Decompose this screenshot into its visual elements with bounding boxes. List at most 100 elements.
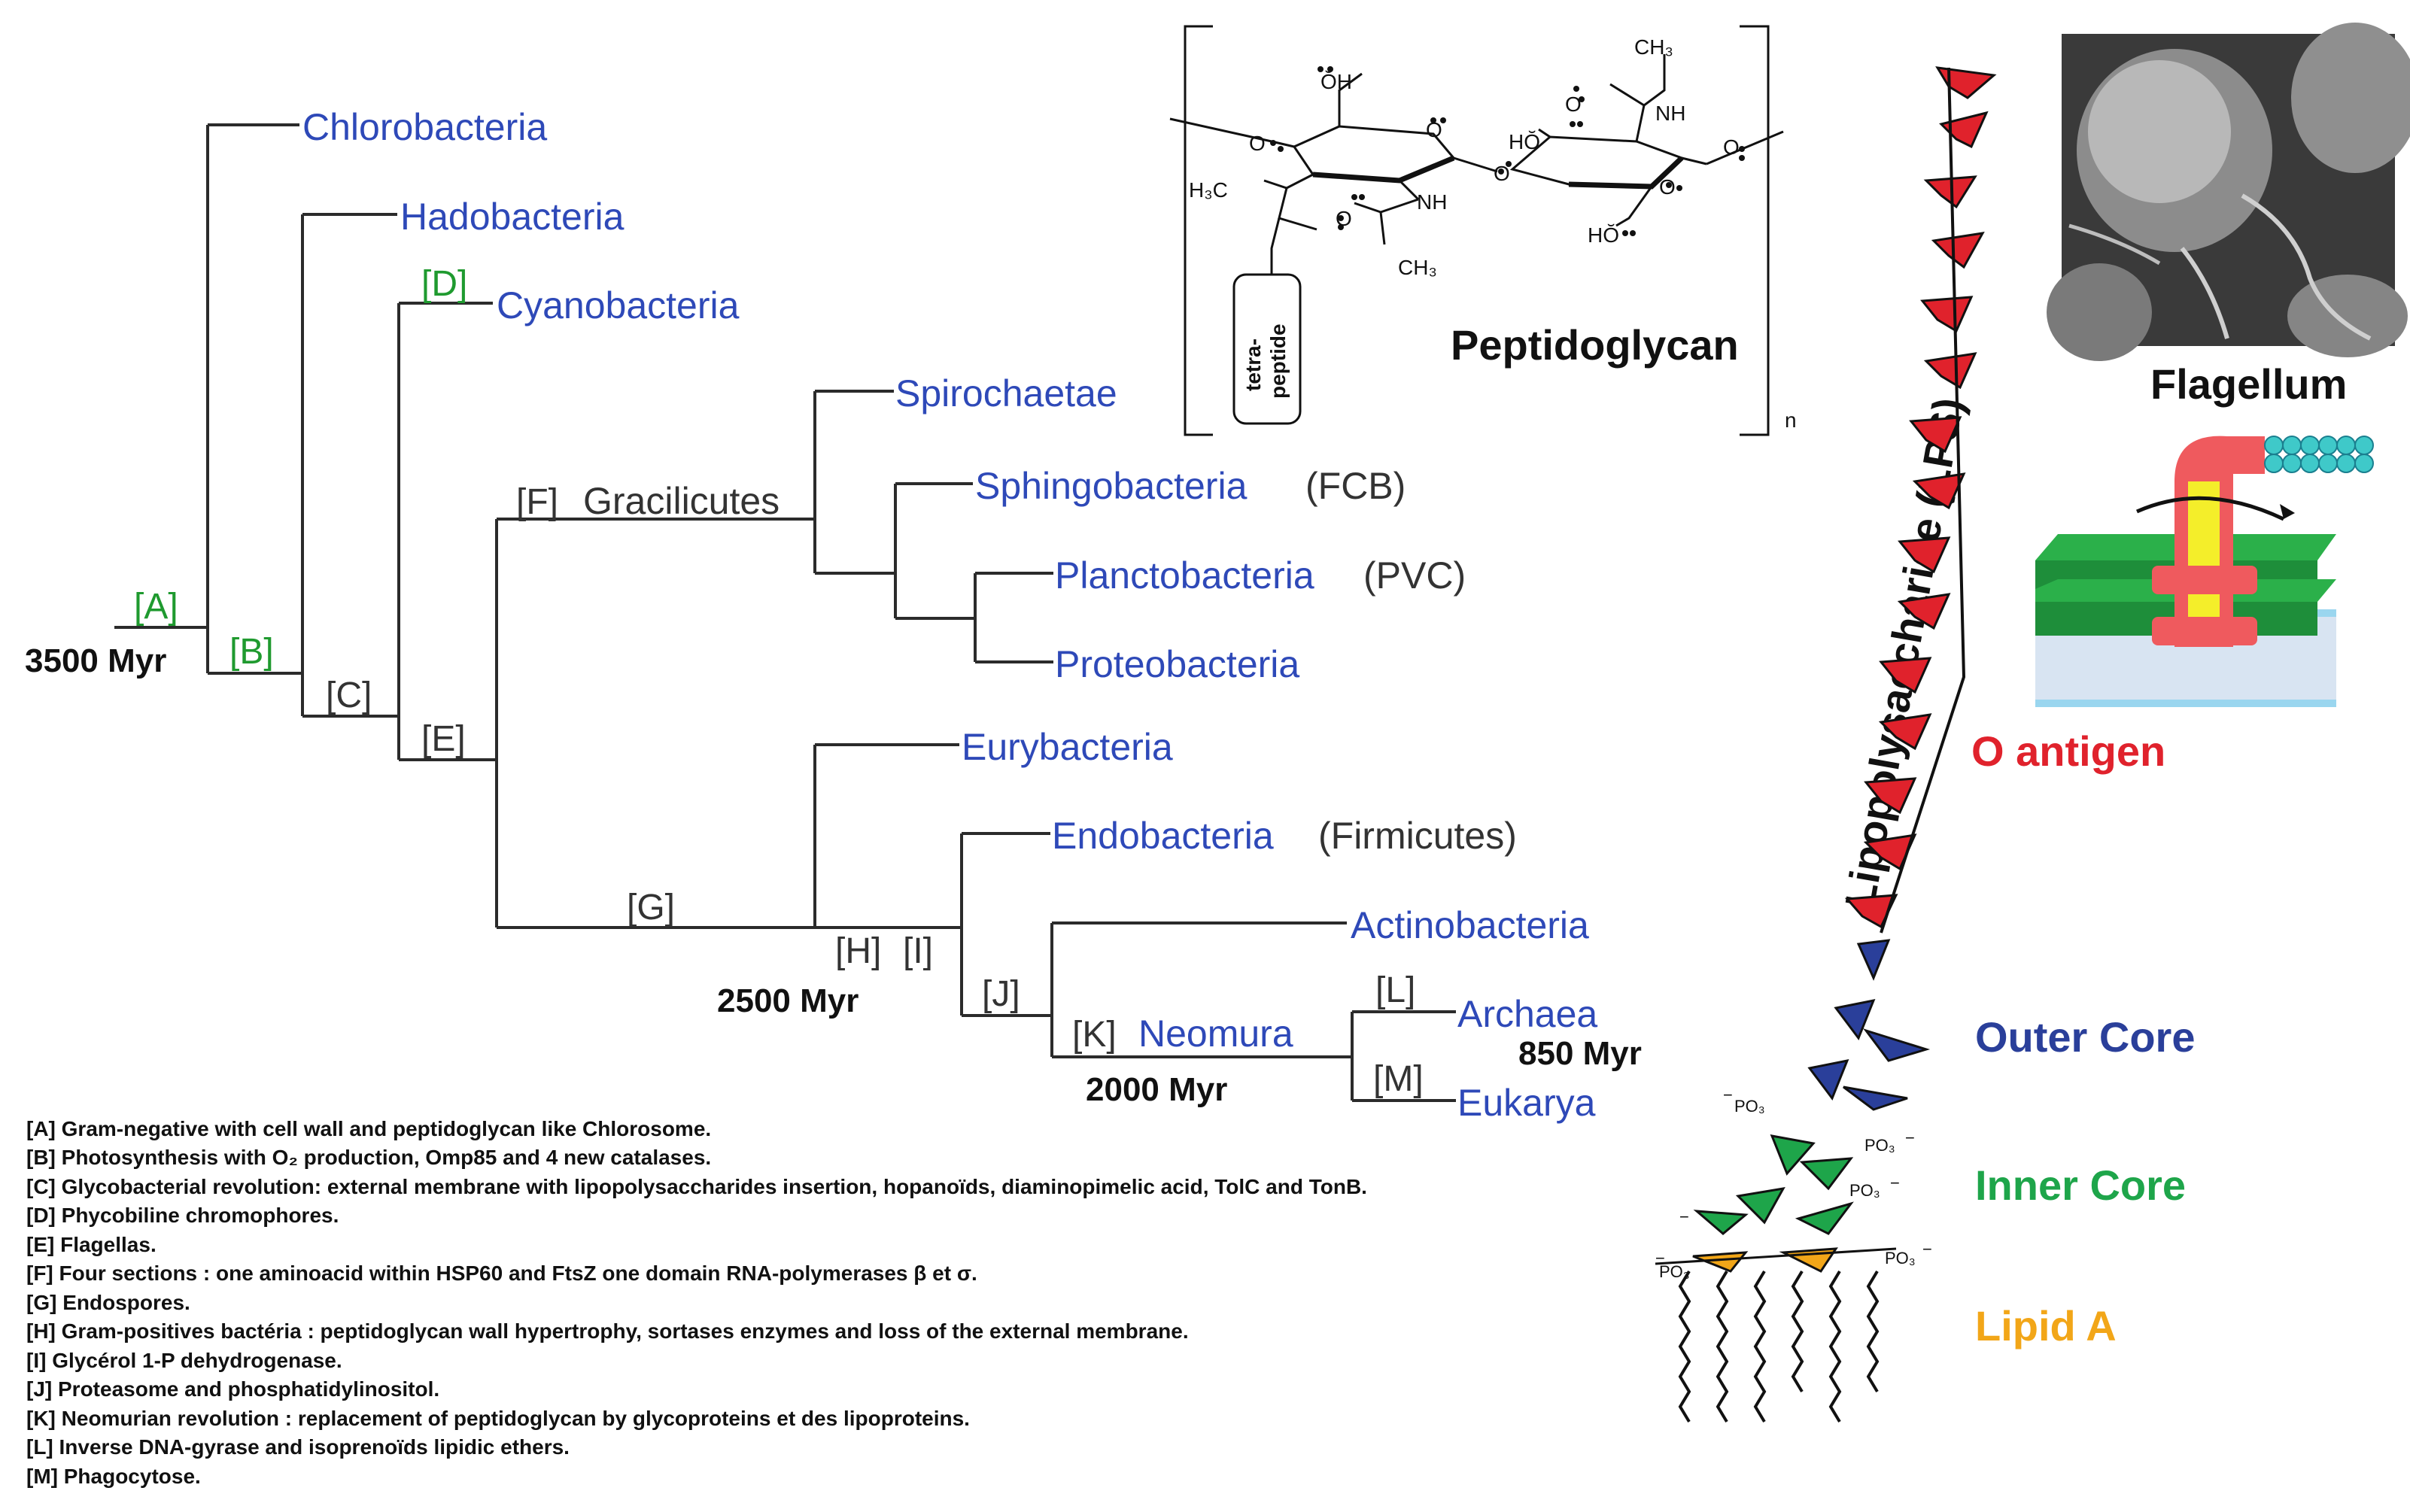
- atom-ho-bottom: HŎ: [1588, 223, 1619, 247]
- legend-line-l: [L] Inverse DNA-gyrase and isoprenoïds l…: [26, 1435, 570, 1459]
- legend-line-h: [H] Gram-positives bactéria : peptidogly…: [26, 1319, 1189, 1343]
- marker-i: [I]: [903, 931, 933, 971]
- taxon-eukarya: Eukarya: [1457, 1082, 1596, 1124]
- marker-f: [F]: [516, 482, 558, 522]
- legend-line-j: [J] Proteasome and phosphatidylinositol.: [26, 1377, 439, 1401]
- legend-line-c: [C] Glycobacterial revolution: external …: [26, 1175, 1367, 1198]
- marker-k: [K]: [1072, 1015, 1117, 1055]
- taxon-endobacteria: Endobacteria: [1052, 815, 1274, 857]
- taxon-cyanobacteria: Cyanobacteria: [497, 284, 740, 326]
- taxon-hadobacteria: Hadobacteria: [400, 196, 625, 238]
- inner-core-chain: [1693, 1134, 1854, 1235]
- peptidoglycan-title: Peptidoglycan: [1451, 321, 1739, 369]
- time-850-myr: 850 Myr: [1518, 1035, 1642, 1072]
- marker-h: [H]: [835, 931, 881, 971]
- atom-o-ring-left: O: [1426, 118, 1442, 141]
- flagellum-title: Flagellum: [2150, 360, 2347, 408]
- time-2500-myr: 2500 Myr: [717, 982, 859, 1019]
- rotation-arrowhead: [2280, 504, 2295, 519]
- repeat-subscript: n: [1785, 408, 1797, 432]
- clade-gracilicutes: Gracilicutes: [583, 480, 780, 522]
- marker-j: [J]: [982, 974, 1020, 1014]
- lipid-tails: [1678, 1270, 1880, 1423]
- atom-o-lactyl: O: [1336, 207, 1352, 230]
- left-bracket: [1184, 25, 1213, 436]
- peptidoglycan-structure: n tetra- peptide ŎH CH₃ NH HŎ H: [1169, 25, 1797, 436]
- legend: [A] Gram-negative with cell wall and pep…: [26, 1117, 1367, 1488]
- legend-line-f: [F] Four sections : one aminoacid within…: [26, 1262, 977, 1285]
- po3-minus-6: −: [1679, 1207, 1689, 1226]
- legend-line-b: [B] Photosynthesis with O₂ production, O…: [26, 1146, 711, 1169]
- phylogenetic-tree: Chlorobacteria Hadobacteria Cyanobacteri…: [25, 106, 1642, 1124]
- marker-b: [B]: [229, 632, 274, 672]
- motor-ring-lower: [2152, 617, 2257, 645]
- atom-o-left: O: [1249, 132, 1266, 155]
- atom-o-ring-right: O: [1659, 175, 1676, 199]
- legend-line-a: [A] Gram-negative with cell wall and pep…: [26, 1117, 711, 1140]
- flagellum-fiber-1: [2241, 193, 2372, 341]
- taxon-actinobacteria: Actinobacteria: [1351, 904, 1589, 946]
- label-o-antigen: O antigen: [1971, 727, 2165, 775]
- electron-dots: [1270, 66, 1745, 236]
- label-lipid-a: Lipid A: [1975, 1302, 2117, 1350]
- atom-o-carbonyl: O: [1565, 93, 1582, 116]
- tetrapeptide-label-1: tetra-: [1241, 339, 1265, 391]
- lps-axis-label: Lipopolysaccharide (LPS): [1836, 394, 1972, 912]
- po3-label-4: PO₃: [1659, 1262, 1690, 1281]
- atom-o-right: O: [1723, 135, 1740, 159]
- flagellum-illustration: Flagellum: [2035, 23, 2410, 707]
- taxon-sphingobacteria: Sphingobacteria: [975, 465, 1248, 507]
- po3-minus-3: −: [1890, 1173, 1900, 1192]
- label-inner-core: Inner Core: [1975, 1161, 2186, 1209]
- flagellum-fiber-2: [2180, 247, 2229, 339]
- po3-label-1: PO₃: [1734, 1097, 1765, 1116]
- bacterium-cell-1-highlight: [2088, 60, 2231, 203]
- taxon-spirochaetae: Spirochaetae: [895, 372, 1117, 414]
- outer-core-chain: [1807, 939, 1931, 1111]
- label-outer-core: Outer Core: [1975, 1013, 2196, 1061]
- atom-o-bridge: O: [1494, 162, 1510, 185]
- lipid-a: [1655, 1247, 1897, 1423]
- marker-m: [M]: [1373, 1059, 1424, 1099]
- marker-c: [C]: [326, 676, 372, 715]
- taxon-eurybacteria: Eurybacteria: [962, 726, 1173, 768]
- taxon-planctobacteria: Planctobacteria: [1055, 554, 1314, 597]
- right-bracket: [1740, 25, 1770, 436]
- legend-line-e: [E] Flagellas.: [26, 1233, 157, 1256]
- tetrapeptide-box: [1232, 273, 1302, 425]
- atom-nh-left: NH: [1417, 190, 1447, 214]
- clade-neomura: Neomura: [1138, 1013, 1293, 1055]
- atom-nh-right: NH: [1655, 102, 1685, 125]
- atom-ch3-bottom: CH₃: [1398, 256, 1437, 279]
- motor-ring-upper: [2152, 566, 2257, 594]
- time-2000-myr: 2000 Myr: [1086, 1071, 1227, 1108]
- phosphate-labels: PO₃ − PO₃ − PO₃ − PO₃ − PO₃ − −: [1655, 1085, 1932, 1281]
- bacterium-cell-4: [2287, 275, 2408, 357]
- taxon-note-firmicutes: (Firmicutes): [1318, 815, 1517, 857]
- motor-core: [2188, 481, 2220, 639]
- bacterium-cell-2: [2291, 23, 2410, 173]
- po3-label-3: PO₃: [1849, 1181, 1880, 1200]
- rotation-arrow: [2135, 496, 2285, 521]
- flagellar-filament: [2264, 436, 2374, 473]
- legend-line-k: [K] Neomurian revolution : replacement o…: [26, 1407, 970, 1430]
- marker-d: [D]: [421, 264, 467, 304]
- po3-minus-2: −: [1905, 1128, 1915, 1147]
- legend-line-g: [G] Endospores.: [26, 1291, 190, 1314]
- atom-oh-top: ŎH: [1320, 70, 1352, 93]
- o-antigen-chain: [1844, 66, 1997, 934]
- flagellum-fiber-3: [2068, 223, 2161, 266]
- taxon-note-fcb: (FCB): [1305, 465, 1406, 507]
- taxon-note-pvc: (PVC): [1363, 554, 1466, 597]
- marker-a: [A]: [134, 587, 178, 627]
- atom-ho-mid: HŎ: [1509, 130, 1540, 153]
- po3-label-5: PO₃: [1885, 1249, 1916, 1268]
- po3-label-2: PO₃: [1864, 1136, 1895, 1155]
- bacterium-cell-3: [2047, 263, 2152, 361]
- atom-ch3-top: CH₃: [1634, 35, 1673, 59]
- po3-minus-4: −: [1655, 1249, 1665, 1268]
- legend-line-i: [I] Glycérol 1-P dehydrogenase.: [26, 1349, 342, 1372]
- po3-minus-1: −: [1723, 1085, 1733, 1104]
- legend-line-d: [D] Phycobiline chromophores.: [26, 1204, 339, 1227]
